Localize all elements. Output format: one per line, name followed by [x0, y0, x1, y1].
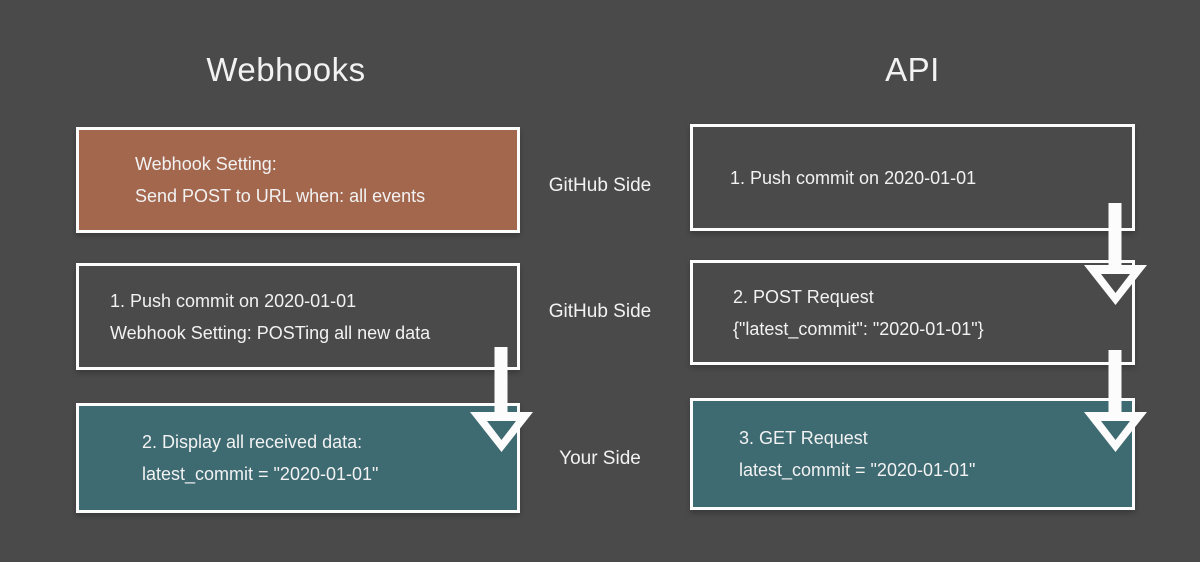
box-text-line: Webhook Setting: POSTing all new data: [110, 322, 431, 343]
api-get-request-box: 3. GET Request latest_commit = "2020-01-…: [690, 398, 1135, 510]
webhook-display-data-box: 2. Display all received data: latest_com…: [76, 403, 520, 513]
box-text-line: latest_commit = "2020-01-01": [739, 460, 976, 480]
row-label-github-side-1: GitHub Side: [548, 175, 652, 196]
box-text-line: 1. Push commit on 2020-01-01: [110, 290, 357, 311]
api-post-request-box: 2. POST Request {"latest_commit": "2020-…: [690, 260, 1135, 365]
box-text-line: 2. Display all received data:: [142, 432, 363, 452]
box-text-line: 3. GET Request: [739, 428, 868, 448]
webhooks-column-title: Webhooks: [206, 51, 366, 88]
box-text-line: {"latest_commit": "2020-01-01"}: [733, 318, 984, 339]
box-text-line: Webhook Setting:: [135, 154, 277, 174]
box-text-line: 2. POST Request: [733, 286, 874, 307]
row-label-your-side: Your Side: [559, 448, 641, 469]
webhook-push-commit-box: 1. Push commit on 2020-01-01 Webhook Set…: [76, 263, 520, 370]
box-text-line: 1. Push commit on 2020-01-01: [730, 167, 977, 188]
webhook-setting-box: Webhook Setting: Send POST to URL when: …: [76, 127, 520, 233]
api-push-commit-box: 1. Push commit on 2020-01-01: [690, 124, 1135, 231]
box-text-line: Send POST to URL when: all events: [135, 186, 426, 206]
row-label-github-side-2: GitHub Side: [548, 301, 652, 322]
box-text-line: latest_commit = "2020-01-01": [142, 464, 379, 484]
api-column-title: API: [885, 51, 940, 88]
